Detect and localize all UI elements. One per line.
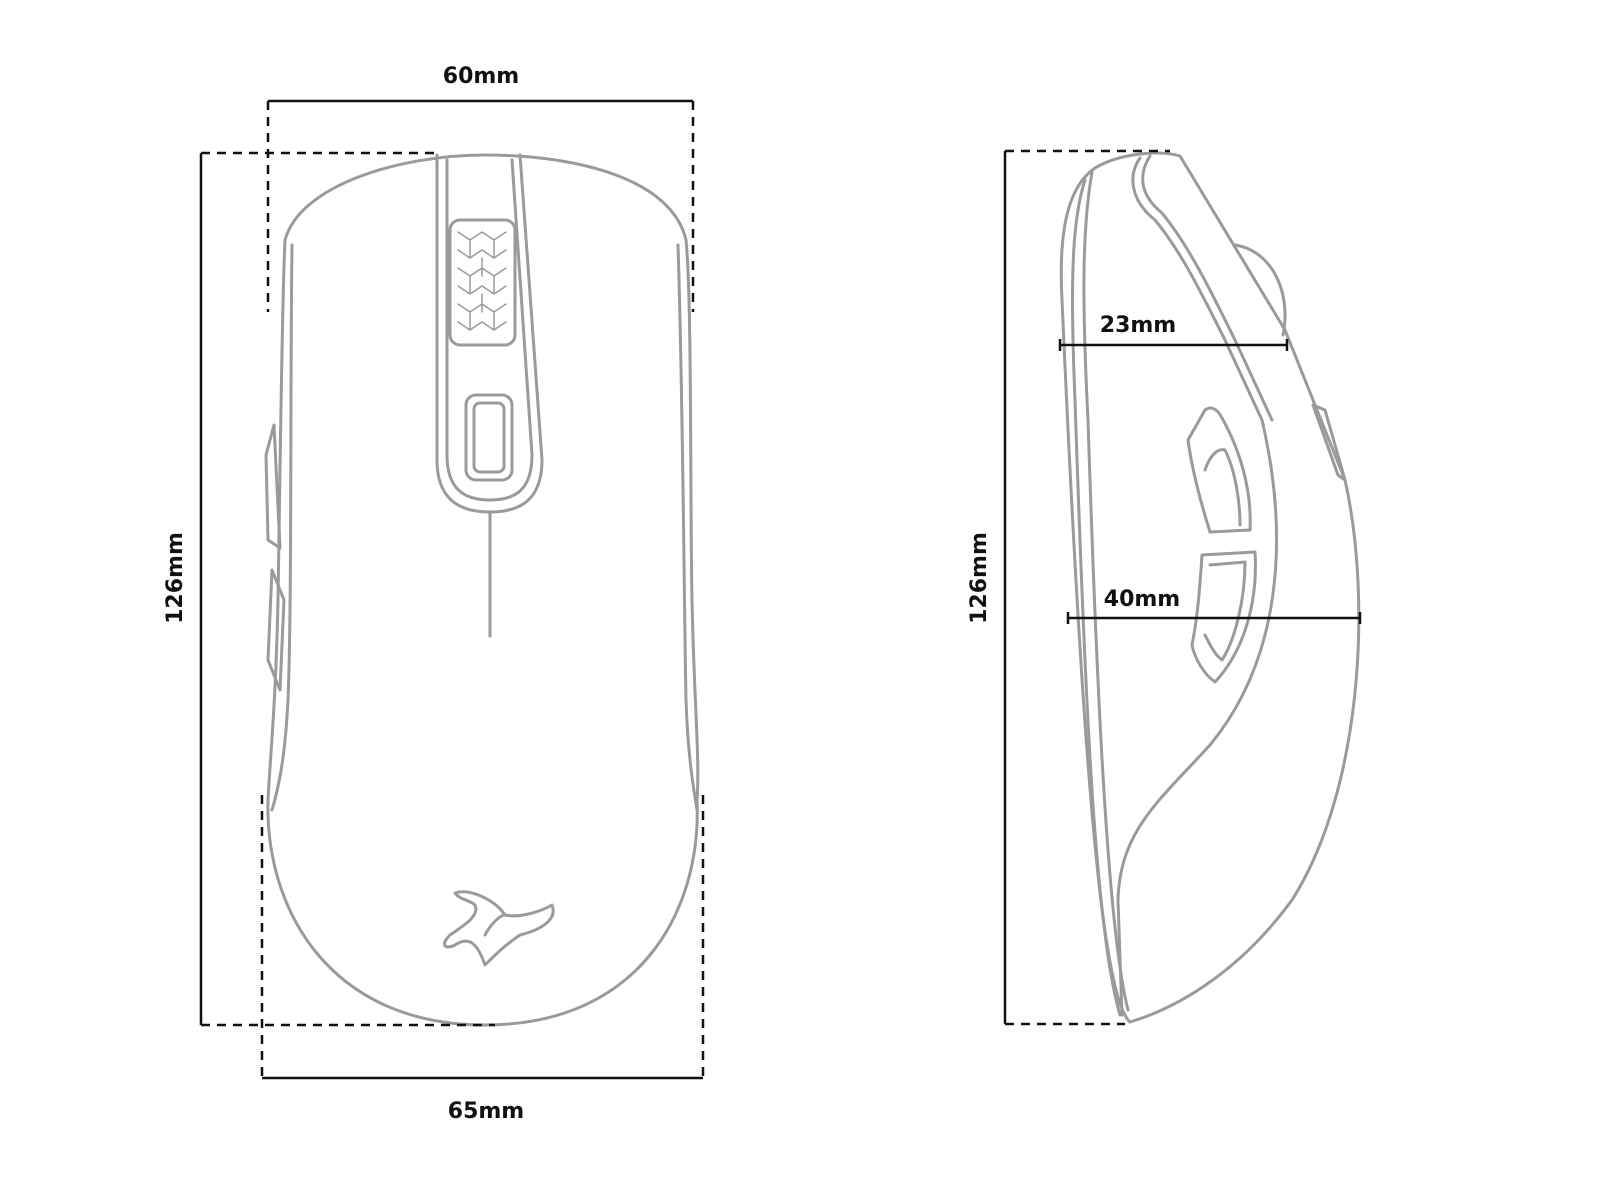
top-view-dimensions: 60mm 126mm 65mm bbox=[163, 64, 705, 1124]
top-view-inner-edge-right bbox=[676, 243, 699, 812]
button-split-channel bbox=[435, 153, 544, 514]
side-view-edge-2 bbox=[1082, 170, 1130, 1012]
side-view-edge-1 bbox=[1070, 178, 1122, 1017]
length-label: 126mm bbox=[163, 532, 188, 624]
side-view bbox=[1059, 151, 1361, 1024]
dpi-button-inner bbox=[472, 401, 506, 474]
side-button-forward bbox=[1186, 406, 1252, 534]
top-view-inner-edge-left bbox=[270, 243, 294, 812]
top-view-outline bbox=[266, 153, 700, 1027]
scroll-wheel-pattern bbox=[457, 231, 507, 331]
side-length-label: 126mm bbox=[967, 532, 992, 624]
side-button-forward-inner bbox=[1203, 448, 1242, 527]
width-top-label: 60mm bbox=[443, 64, 519, 89]
side-button-back-inner bbox=[1203, 560, 1247, 662]
button-split-channel-inner bbox=[445, 158, 534, 502]
width-bottom-label: 65mm bbox=[448, 1099, 524, 1124]
side-button-back bbox=[266, 568, 286, 692]
side-view-dimensions: 126mm 23mm 40mm bbox=[967, 149, 1362, 1026]
side-view-outline bbox=[1059, 151, 1361, 1024]
side-view-button-contour bbox=[1116, 156, 1278, 1017]
height-front-label: 23mm bbox=[1100, 313, 1176, 338]
height-max-label: 40mm bbox=[1104, 587, 1180, 612]
side-button-forward bbox=[264, 423, 282, 550]
side-dpi-button bbox=[1311, 403, 1347, 482]
side-view-button-contour-inner bbox=[1141, 154, 1274, 422]
side-button-back bbox=[1190, 550, 1257, 684]
top-view bbox=[264, 153, 700, 1027]
logo bbox=[443, 890, 555, 967]
dpi-button bbox=[464, 393, 514, 482]
scroll-wheel bbox=[448, 218, 517, 347]
side-scroll-wheel bbox=[1233, 243, 1287, 337]
